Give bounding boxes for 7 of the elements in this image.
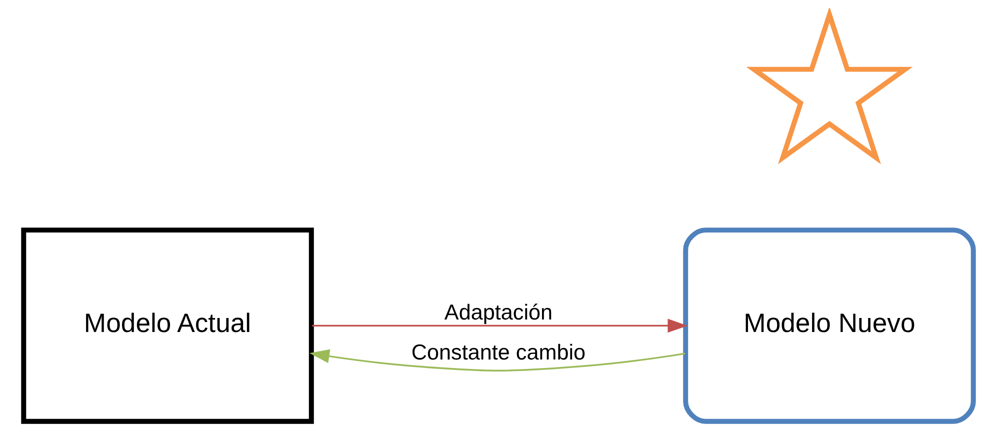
edge-label: Adaptación [444,300,552,325]
node-star [746,8,912,164]
arrow [312,318,688,333]
edge-label: Constante cambio [410,340,586,365]
node-box: Modelo Nuevo [682,228,976,424]
arrow [308,349,685,372]
node-box: Modelo Actual [20,228,314,424]
